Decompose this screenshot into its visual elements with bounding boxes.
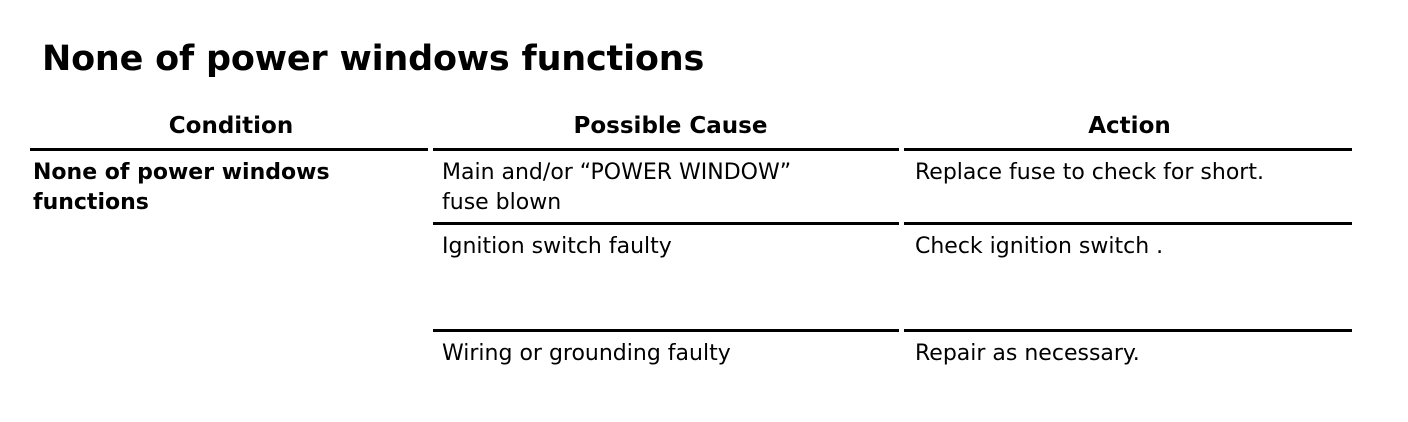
table-header-row: Condition Possible Cause Action	[30, 104, 1352, 148]
cell-text-line: fuse blown	[442, 190, 562, 215]
header-rule	[30, 148, 1352, 152]
troubleshooting-table: Condition Possible Cause Action None of …	[30, 104, 1352, 393]
cell-text-line: functions	[33, 190, 149, 215]
cell-text-line: Wiring or grounding faulty	[442, 341, 731, 366]
cell-action: Check ignition switch .	[905, 226, 1352, 329]
cell-condition	[30, 226, 432, 329]
cell-condition: None of power windows functions	[30, 152, 432, 222]
rule-segment-action	[904, 329, 1352, 332]
page-title: None of power windows functions	[42, 39, 705, 80]
rule-segment-action	[904, 148, 1352, 151]
cell-text-line: Ignition switch faulty	[442, 234, 672, 259]
cell-action: Replace fuse to check for short.	[905, 152, 1352, 222]
rule-segment-condition	[30, 148, 428, 151]
cell-possible-cause: Wiring or grounding faulty	[432, 333, 905, 393]
column-header-possible-cause: Possible Cause	[573, 113, 768, 139]
table-row: Wiring or grounding faulty Repair as nec…	[30, 333, 1352, 393]
cell-text-line: None of power windows	[33, 160, 330, 185]
column-header-condition: Condition	[168, 113, 294, 139]
row-rule	[30, 222, 1352, 226]
rule-segment-cause	[433, 222, 899, 225]
column-header-action: Action	[1088, 113, 1171, 139]
cell-text-line: Main and/or “POWER WINDOW”	[442, 160, 792, 185]
row-rule	[30, 329, 1352, 333]
cell-text-line: Check ignition switch .	[915, 234, 1164, 259]
rule-segment-cause	[433, 329, 899, 332]
rule-segment-action	[904, 222, 1352, 225]
rule-gap	[30, 329, 433, 332]
table-row: Ignition switch faulty Check ignition sw…	[30, 226, 1352, 329]
cell-text-line: Repair as necessary.	[915, 341, 1140, 366]
cell-condition	[30, 333, 432, 393]
rule-segment-cause	[433, 148, 899, 151]
cell-possible-cause: Ignition switch faulty	[432, 226, 905, 329]
rule-gap	[30, 222, 433, 225]
cell-text-line: Replace fuse to check for short.	[915, 160, 1264, 185]
cell-possible-cause: Main and/or “POWER WINDOW” fuse blown	[432, 152, 905, 222]
cell-action: Repair as necessary.	[905, 333, 1352, 393]
table-row: None of power windows functions Main and…	[30, 152, 1352, 222]
